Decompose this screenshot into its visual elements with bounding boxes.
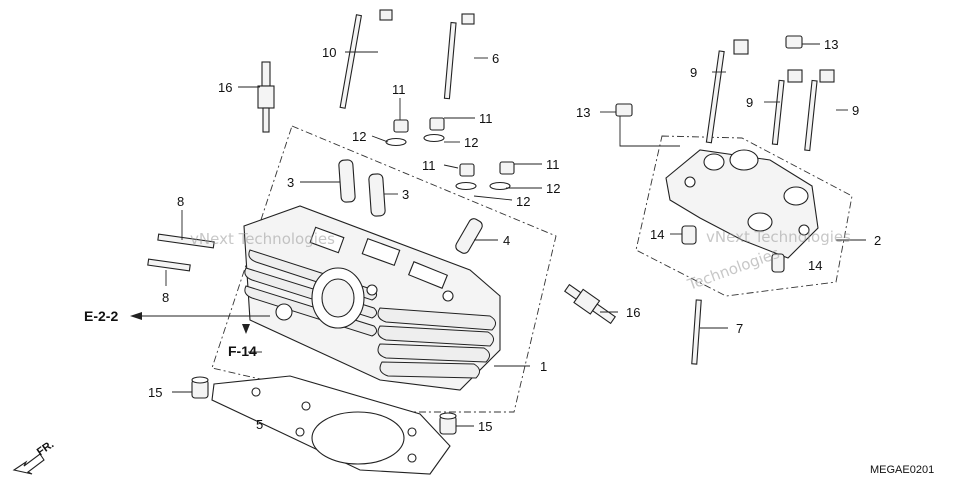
callout-11-b: 11 [479,111,493,126]
callout-13-left: 13 [576,105,590,120]
nut-13-top [785,35,803,49]
bolt-9-left [705,39,749,144]
callout-5: 5 [256,417,263,432]
callout-15-left: 15 [148,385,162,400]
callout-9-b: 9 [746,95,753,110]
cylinder-head-gasket [211,375,451,475]
callout-11-d: 11 [546,157,560,172]
front-direction-arrow-icon [12,453,45,475]
callout-12-c: 12 [546,181,560,196]
callout-13-top: 13 [824,37,838,52]
callout-14-right: 14 [808,258,822,273]
callout-16-lower: 16 [626,305,640,320]
callout-12-b: 12 [464,135,478,150]
callout-12-d: 12 [516,194,530,209]
rocker-holder [665,149,819,259]
callout-14-left: 14 [650,227,664,242]
rocker-assembly-group-outline [635,135,853,297]
watermark-right-b: Technologies [684,244,782,294]
callout-3-a: 3 [287,175,294,190]
spark-plug-lower [564,283,616,325]
bolt-9-right [804,69,835,152]
callout-6: 6 [492,51,499,66]
callout-11-c: 11 [422,158,436,173]
callout-10: 10 [322,45,336,60]
valve-guide-right [368,173,386,217]
callout-8-upper: 8 [177,194,184,209]
callout-7: 7 [736,321,743,336]
bolt-9-middle [771,69,803,146]
spark-plug-upper [257,61,275,133]
nut-13-left [615,103,633,117]
callout-4: 4 [503,233,510,248]
leader-lines [130,43,866,427]
watermark-left: vNext Technologies [190,230,335,248]
cylinder-head-group-outline [211,125,557,413]
dowel-pin-left [191,376,209,399]
callout-8-lower: 8 [162,290,169,305]
stud-7 [691,299,702,365]
callout-16-upper: 16 [218,80,232,95]
callout-12-a: 12 [352,129,366,144]
callout-9-a: 9 [690,65,697,80]
stud-bolt-upper [157,233,215,249]
callout-1: 1 [540,359,547,374]
callout-11-a: 11 [392,82,406,97]
valve-guide-left [338,159,356,203]
bolt-10 [339,9,393,109]
diagram-code: MEGAE0201 [870,464,934,476]
dowel-pin-right [439,412,457,435]
callout-2: 2 [874,233,881,248]
watermark-right-a: vNext Technologies [706,228,851,246]
cylinder-head [243,205,501,391]
nut-washer-set [385,117,515,191]
stud-bolt-lower [147,258,191,272]
callout-3-b: 3 [402,187,409,202]
callout-9-c: 9 [852,103,859,118]
dowel-14-left [681,225,697,245]
dowel-14-right [771,253,785,273]
reference-f-14: F-14 [228,343,257,359]
callout-15-right: 15 [478,419,492,434]
bolt-6 [443,13,475,100]
sleeve-part-4 [455,218,483,254]
reference-e-2-2: E-2-2 [84,308,118,324]
